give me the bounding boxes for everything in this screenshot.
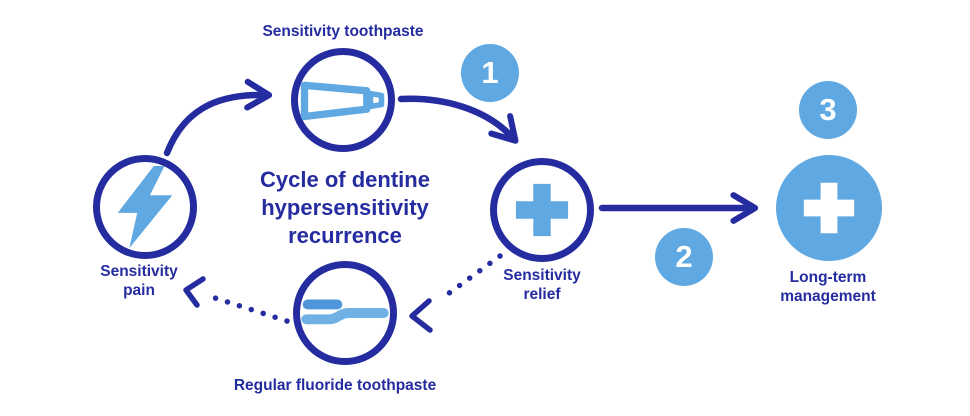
node-long-term-management: [776, 155, 882, 261]
node-regular-fluoride-toothpaste: [293, 261, 397, 365]
dotted-arrowhead-regular: [409, 298, 433, 333]
node-sensitivity-toothpaste: [291, 48, 395, 152]
dotted-arrow-relief-to-regular: [438, 253, 503, 302]
dotted-arrowhead-pain: [183, 276, 206, 308]
title-line-3: recurrence: [288, 223, 402, 248]
title-line-2: hypersensitivity: [261, 195, 429, 220]
arrow-pain-to-toothpaste: [163, 78, 273, 157]
label-sensitivity-pain: Sensitivity pain: [100, 263, 178, 299]
white-plus-icon: [803, 182, 855, 234]
step-badge-3: 3: [799, 81, 857, 139]
arrow-toothpaste-to-relief: [397, 95, 519, 144]
dotted-arrow-regular-to-pain: [209, 294, 290, 324]
node-sensitivity-pain: [93, 155, 197, 259]
lightning-icon: [117, 166, 173, 248]
title-line-1: Cycle of dentine: [260, 167, 430, 192]
step-badge-2: 2: [655, 228, 713, 286]
label-regular-fluoride-toothpaste: Regular fluoride toothpaste: [233, 377, 437, 394]
toothbrush-icon: [301, 299, 389, 325]
diagram-title: Cycle of dentine hypersensitivity recurr…: [260, 166, 430, 250]
node-sensitivity-relief: [490, 158, 594, 262]
label-long-term-management: Long-term management: [780, 269, 876, 305]
toothpaste-tube-icon: [300, 81, 385, 121]
label-sensitivity-relief: Sensitivity relief: [503, 267, 581, 303]
step-badge-1: 1: [461, 44, 519, 102]
label-sensitivity-toothpaste: Sensitivity toothpaste: [262, 23, 424, 40]
plus-icon: [515, 183, 569, 237]
